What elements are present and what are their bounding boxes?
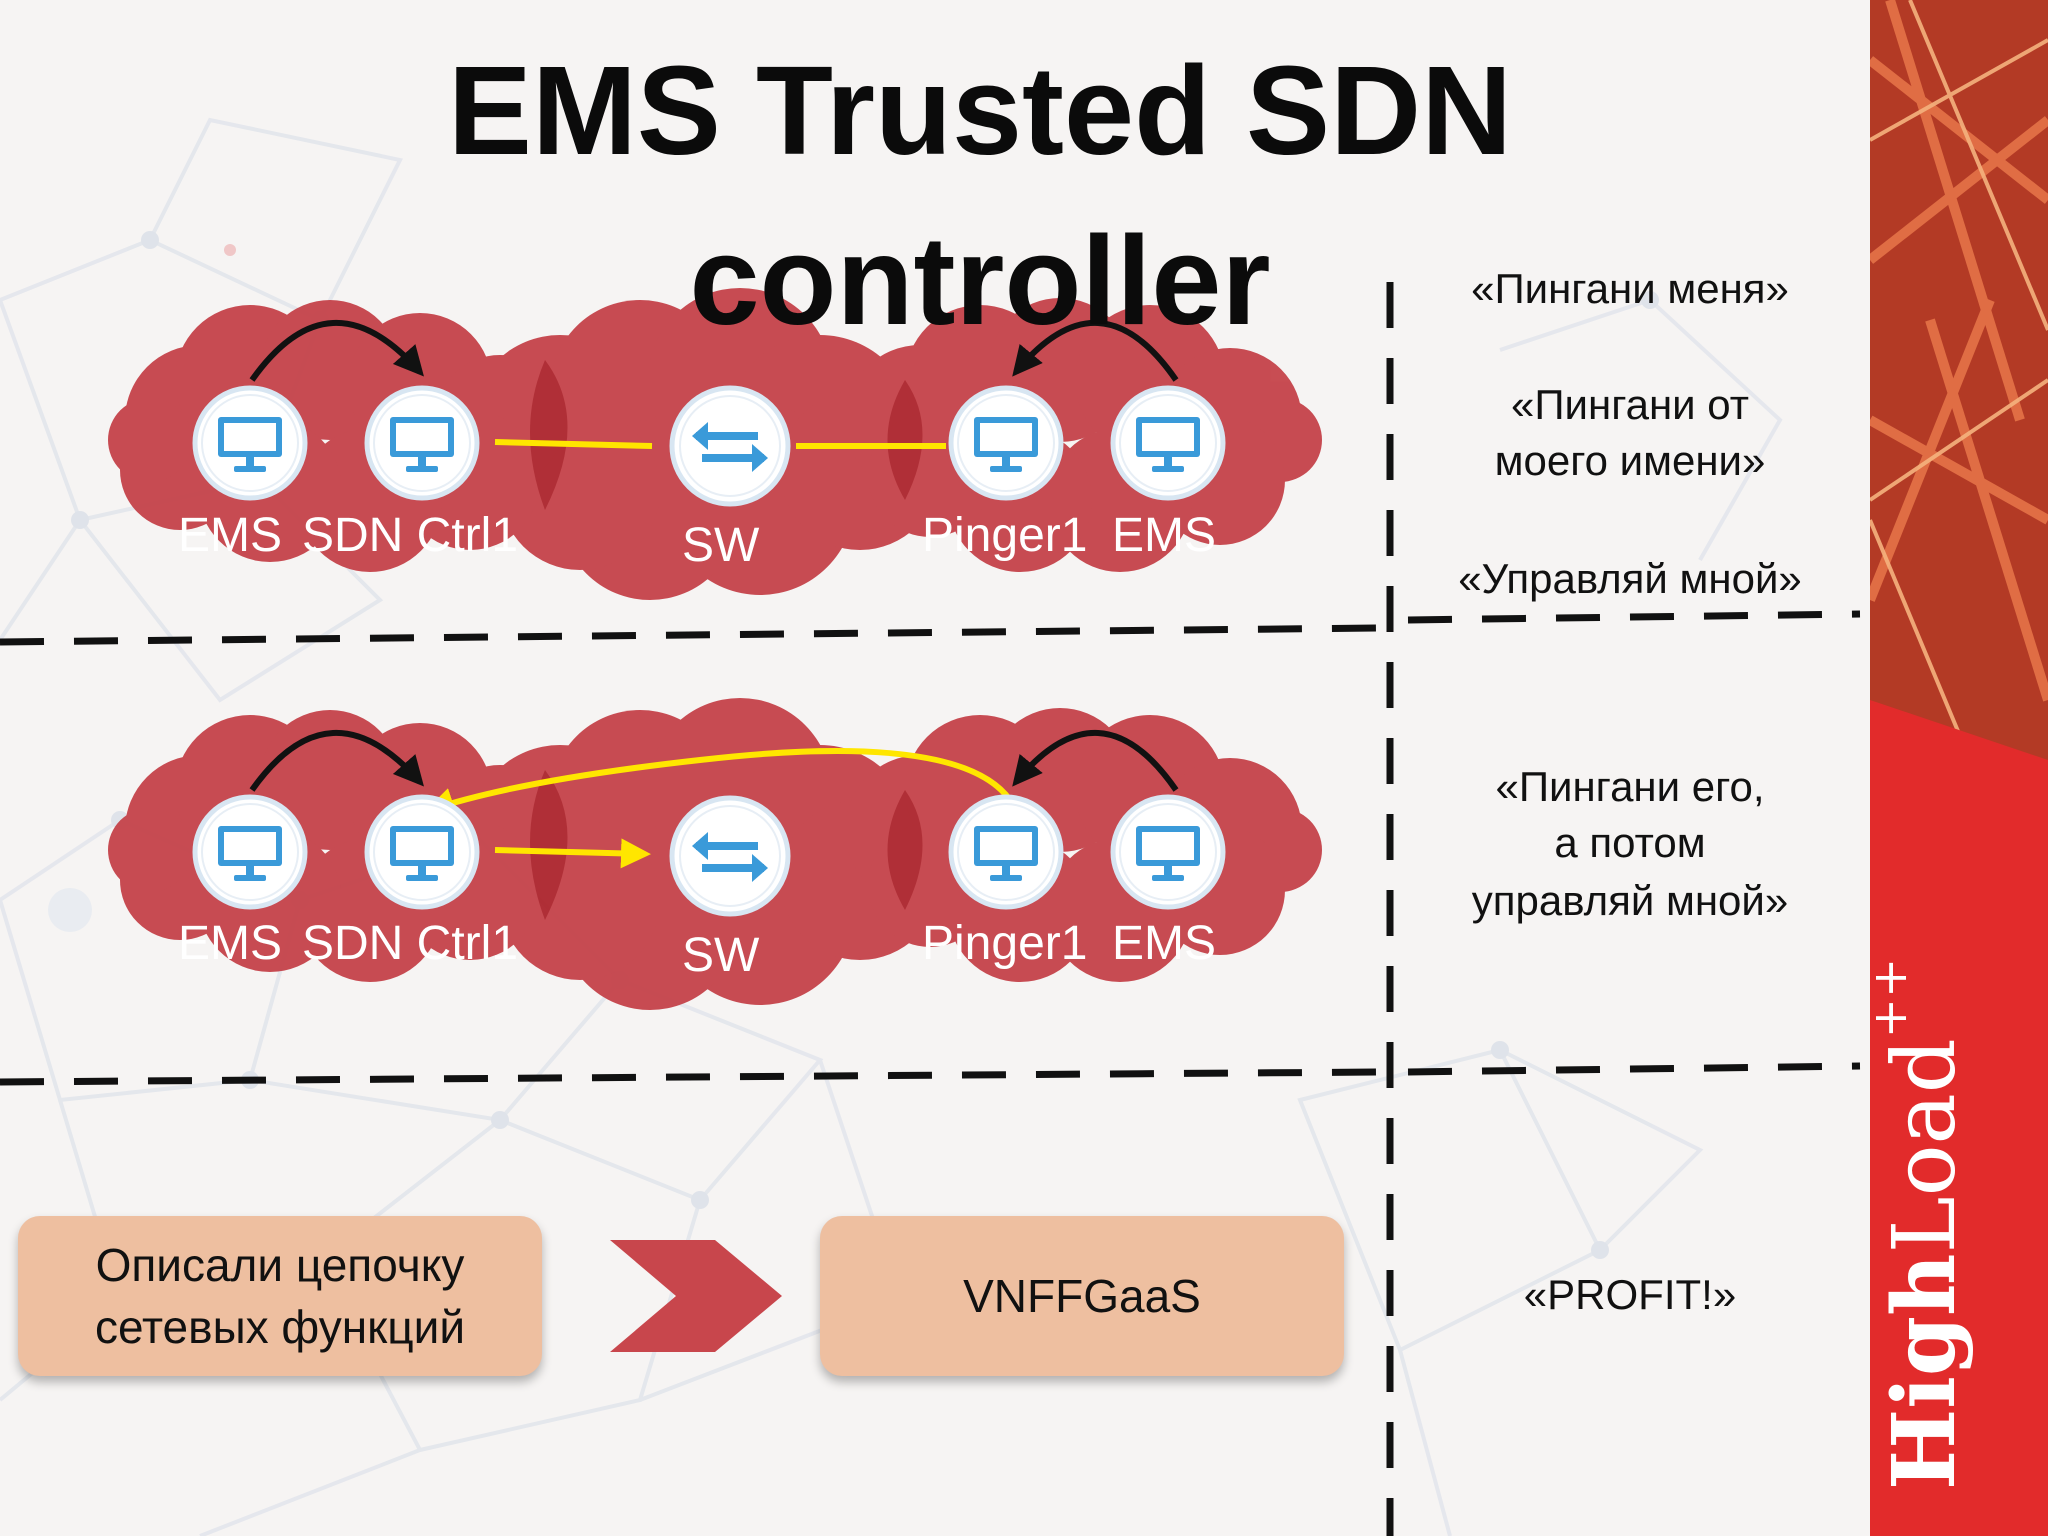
node-label-sw: SW	[682, 929, 760, 982]
node-label-sdn-ctrl: SDN Ctrl1	[302, 509, 519, 562]
monitor-icon	[951, 388, 1061, 498]
monitor-icon	[951, 797, 1061, 907]
node-label-sw: SW	[682, 519, 760, 572]
node-label-pinger: Pinger1	[922, 917, 1088, 970]
arrow-ems-to-ctrl-row2	[249, 730, 424, 792]
node-label-ems: EMS	[178, 917, 283, 970]
monitor-icon	[195, 797, 305, 907]
node-label-pinger: Pinger1	[922, 509, 1088, 562]
page-title-line2: controller	[689, 210, 1271, 351]
chain-description-box: Описали цепочку сетевых функций	[18, 1216, 542, 1376]
vnffgaas-box: VNFFGaaS	[820, 1216, 1344, 1376]
caption-ping-from-my-name-line2: моего имени»	[1494, 437, 1766, 484]
node-label-sdn-ctrl: SDN Ctrl1	[302, 917, 519, 970]
arrow-ems-to-pinger-row2	[1012, 730, 1179, 792]
caption-profit: «PROFIT!»	[1523, 1271, 1737, 1318]
link-ctrl-sw-row1	[494, 439, 653, 449]
separator-1	[0, 624, 1381, 646]
monitor-icon	[1113, 388, 1223, 498]
chevron-arrow-icon	[610, 1240, 782, 1352]
chain-description-line2: сетевых функций	[94, 1301, 466, 1353]
caption-ping-from-my-name-line1: «Пингани от	[1511, 381, 1749, 428]
node-label-ems: EMS	[178, 509, 283, 562]
chain-description-line1: Описали цепочку	[95, 1238, 465, 1291]
vnffgaas-label: VNFFGaaS	[963, 1269, 1201, 1322]
separator-2-right	[1407, 1062, 1861, 1076]
link-ctrl-sw-row2	[494, 838, 651, 869]
monitor-icon	[367, 388, 477, 498]
arrow-ems-to-pinger-row1	[1012, 320, 1179, 382]
page-title-line1: EMS Trusted SDN	[447, 40, 1513, 181]
separator-2	[0, 1068, 1381, 1086]
switch-arrows-icon	[672, 388, 788, 504]
caption-ping-him-line1: «Пингани его,	[1495, 763, 1765, 810]
caption-ping-me: «Пингани меня»	[1471, 265, 1789, 312]
caption-control-me: «Управляй мной»	[1458, 555, 1802, 602]
monitor-icon	[195, 388, 305, 498]
arrow-ems-to-ctrl-row1	[249, 320, 424, 382]
switch-arrows-icon	[672, 798, 788, 914]
separator-1-right	[1407, 610, 1861, 624]
arrow-pinger-to-ctrl-row2	[424, 748, 1013, 817]
node-label-ems: EMS	[1112, 917, 1217, 970]
caption-ping-him-line2: а потом	[1554, 819, 1706, 866]
node-label-ems: EMS	[1112, 509, 1217, 562]
brand-stripe	[1870, 0, 2048, 1536]
caption-ping-him-line3: управляй мной»	[1471, 877, 1789, 924]
monitor-icon	[1113, 797, 1223, 907]
monitor-icon	[367, 797, 477, 907]
